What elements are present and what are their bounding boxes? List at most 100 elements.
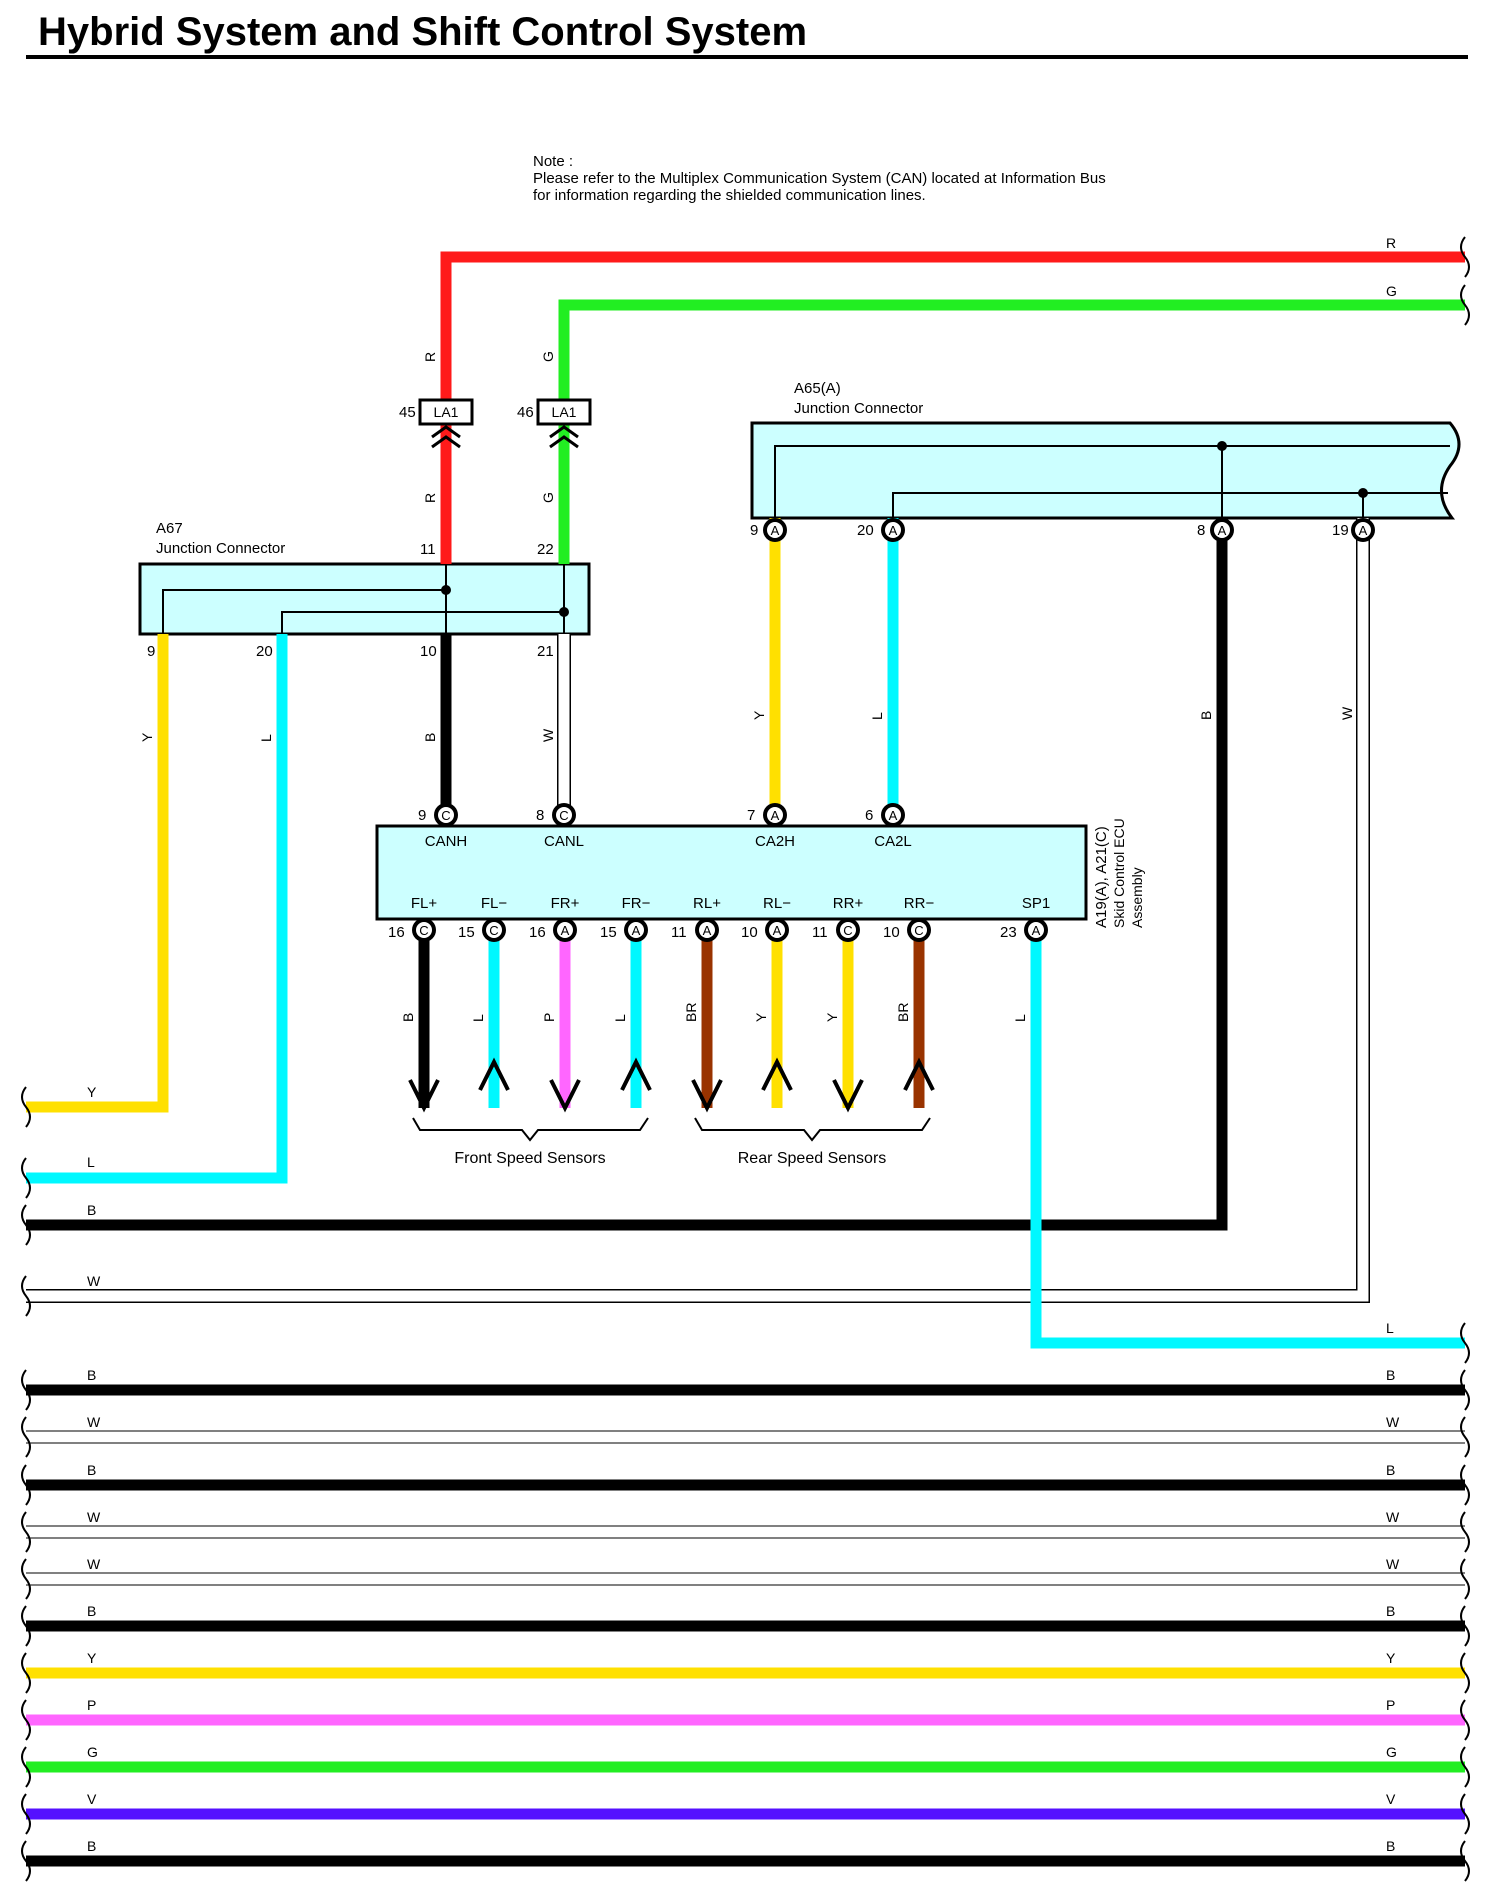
bus-break-left-3 (21, 1511, 31, 1553)
sensor-wire-7: BR (895, 930, 935, 1108)
bus-break-left-9 (21, 1793, 31, 1835)
wire-r-break (1460, 236, 1470, 278)
ecu-name-line2: Assembly (1129, 867, 1145, 928)
a67-pin-22: 22 (537, 541, 554, 558)
ecu-bottom-terminal-5-letter: A (773, 923, 782, 938)
ecu-id: A19(A), A21(C) (1093, 826, 1110, 928)
wire-l-sp1-break (1460, 1322, 1470, 1364)
wire-r-lower-label: R (422, 493, 438, 503)
ecu-bottom-pin-1: 15 (458, 924, 475, 941)
bus-label-right-10: B (1386, 1838, 1395, 1854)
ecu-top-terminal-3-letter: A (889, 808, 898, 823)
ecu-bottom-terminal-name-1: FL− (481, 895, 508, 912)
a67-pin-20: 20 (256, 643, 273, 660)
bus-label-left-4: W (87, 1556, 101, 1572)
bus-break-right-8 (1460, 1746, 1470, 1788)
wire-b-left-end-label: B (87, 1202, 96, 1218)
la1-left-chevron (431, 425, 461, 449)
wire-b-right-label: B (1198, 711, 1214, 720)
ecu-bottom-terminal-name-7: RR− (904, 895, 935, 912)
bus-break-left-6 (21, 1652, 31, 1694)
bus-label-left-7: P (87, 1697, 96, 1713)
bus-label-right-9: V (1386, 1791, 1396, 1807)
bus-break-left-10 (21, 1840, 31, 1882)
ecu-body (375, 824, 1088, 921)
a65-terminal-1-inner (885, 522, 901, 538)
bus-break-left-5 (21, 1605, 31, 1647)
ecu-bottom-terminal-8-inner (1028, 922, 1044, 938)
wire-y-left-end-label: Y (87, 1084, 97, 1100)
ecu-bottom-terminal-3-letter: A (632, 923, 641, 938)
bus-label-right-6: Y (1386, 1650, 1396, 1666)
wire-l-sp1 (1030, 930, 1465, 1349)
wire-w-right-label: W (1339, 706, 1355, 720)
bus-label-right-0: B (1386, 1367, 1395, 1383)
sensor-wire-3: L (612, 930, 652, 1108)
a65-pin-19: 19 (1332, 522, 1349, 539)
sensor-wire-label-1: L (470, 1014, 486, 1022)
bus-break-right-9 (1460, 1793, 1470, 1835)
ecu-bottom-terminal-name-5: RL− (763, 895, 791, 912)
la1-left-pin: 45 (399, 404, 416, 421)
ecu-top-terminal-name-3: CA2L (874, 833, 912, 850)
a65-body (750, 421, 1461, 520)
a67-id: A67 (156, 520, 183, 537)
a65-terminal-2-letter: A (1218, 523, 1227, 538)
wire-w-right (26, 518, 1370, 1303)
ecu-bottom-terminal-0-inner (416, 922, 432, 938)
rear-speed-sensors-group: Rear Speed Sensors (694, 1117, 931, 1167)
ecu-bottom-pin-0: 16 (388, 924, 405, 941)
ecu-top-terminal-2-letter: A (771, 808, 780, 823)
la1-right-chevron (549, 425, 579, 449)
wire-l-left-label: L (258, 734, 274, 742)
a67-junction-connector: A67 Junction Connector 11 22 9 20 10 21 (138, 520, 591, 660)
sensor-wire-label-6: Y (824, 1012, 840, 1022)
wire-b-break (21, 1204, 31, 1246)
sensor-wire-4: BR (683, 930, 723, 1113)
rear-sensors-label: Rear Speed Sensors (738, 1150, 887, 1167)
wire-w-break (21, 1275, 31, 1317)
wire-r-top (440, 251, 1465, 564)
bus-label-left-3: W (87, 1509, 101, 1525)
la1-right-pin: 46 (517, 404, 534, 421)
ecu-bottom-terminal-7-inner (911, 922, 927, 938)
bus-label-right-5: B (1386, 1603, 1395, 1619)
wire-r-right-label: R (1386, 235, 1396, 251)
bus-label-left-6: Y (87, 1650, 97, 1666)
sensor-wire-label-4: BR (683, 1003, 699, 1022)
ecu-bottom-terminal-1-inner (486, 922, 502, 938)
wire-g-break (1460, 284, 1470, 326)
ecu-bottom-terminal-name-6: RR+ (833, 895, 864, 912)
ecu-bottom-pin-2: 16 (529, 924, 546, 941)
wire-y-break (21, 1086, 31, 1128)
ecu-top-terminal-0-letter: C (441, 808, 450, 823)
a65-name: Junction Connector (794, 400, 923, 417)
sensor-wire-label-2: P (541, 1013, 557, 1022)
ecu-name-line1: Skid Control ECU (1111, 818, 1127, 928)
ecu-bottom-terminal-7-letter: C (914, 923, 923, 938)
wire-y-left (26, 634, 169, 1113)
title-underline (26, 55, 1468, 59)
a67-pin-10: 10 (420, 643, 437, 660)
bus-label-left-2: B (87, 1462, 96, 1478)
wire-l-sp1-label: L (1012, 1014, 1028, 1022)
note-heading: Note : (533, 153, 574, 170)
ecu-bottom-pin-3: 15 (600, 924, 617, 941)
wire-l-sp1-end-label: L (1386, 1320, 1394, 1336)
a65-pin-9: 9 (750, 522, 758, 539)
wire-l-ca2l-label: L (869, 712, 885, 720)
ecu-bottom-terminal-2-inner (557, 922, 573, 938)
bus-label-right-4: W (1386, 1556, 1400, 1572)
ecu-bottom-terminal-2-letter: A (561, 923, 570, 938)
ecu-top-pin-0: 9 (418, 807, 426, 824)
bus-break-right-7 (1460, 1699, 1470, 1741)
sensor-wire-label-0: B (400, 1013, 416, 1022)
bus-label-left-9: V (87, 1791, 97, 1807)
la1-right-box (536, 398, 592, 426)
